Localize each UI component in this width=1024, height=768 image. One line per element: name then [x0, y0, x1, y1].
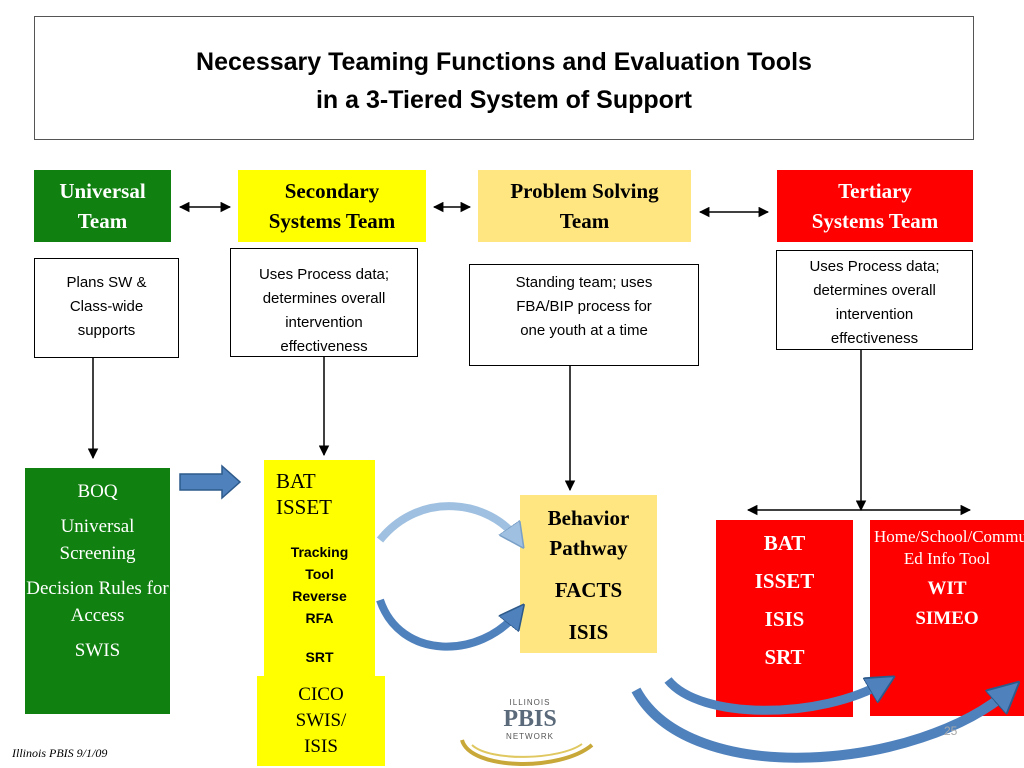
- tool-item: ISIS: [304, 736, 338, 757]
- problem-team-line-2: Team: [559, 209, 610, 233]
- tool-item: SWIS/: [295, 710, 347, 731]
- desc-line: determines overall: [262, 290, 386, 307]
- desc-line: Uses Process data;: [809, 258, 940, 275]
- desc-line: one youth at a time: [520, 322, 648, 339]
- tertiary-team-line-2: Systems Team: [811, 209, 939, 233]
- secondary-to-behavior-curve-top: [376, 502, 518, 540]
- tool-item: Tool: [305, 566, 334, 582]
- desc-line: determines overall: [813, 282, 936, 299]
- footer-text: Illinois PBIS 9/1/09: [12, 746, 108, 760]
- tool-item: WIT: [927, 578, 967, 599]
- tool-item: Reverse: [292, 588, 347, 604]
- title-box: Necessary Teaming Functions and Evaluati…: [34, 16, 974, 140]
- secondary-tools-box: BAT ISSET Tracking Tool Reverse RFA SRT: [264, 460, 375, 685]
- secondary-team-line-1: Secondary: [284, 179, 380, 203]
- desc-line: intervention: [835, 306, 914, 323]
- tool-item: ISSET: [276, 495, 333, 519]
- logo-top-text: ILLINOIS: [509, 698, 551, 707]
- tool-item: SRT: [764, 645, 805, 669]
- desc-line: Standing team; uses: [515, 274, 653, 291]
- tool-item: SWIS: [74, 640, 121, 661]
- desc-line: Plans SW &: [66, 274, 147, 291]
- logo-bottom-text: NETWORK: [506, 732, 554, 741]
- tool-item: FACTS: [554, 578, 623, 602]
- behavior-to-community-curve: [631, 690, 1010, 763]
- desc-line: supports: [77, 322, 136, 339]
- logo-main-text: PBIS: [503, 706, 557, 732]
- desc-line: effectiveness: [280, 338, 368, 355]
- universal-description: Plans SW & Class-wide supports: [34, 258, 179, 358]
- secondary-tools-bottom-box: CICO SWIS/ ISIS: [257, 676, 385, 766]
- tool-item: Universal Screening: [59, 516, 136, 564]
- secondary-team-box: Secondary Systems Team: [238, 170, 426, 242]
- tertiary-description: Uses Process data; determines overall in…: [776, 250, 973, 350]
- universal-team-line-1: Universal: [59, 179, 146, 203]
- info-tool-label: Home/School/Community Ed Info Tool: [874, 527, 1024, 568]
- illinois-pbis-network-logo: [460, 739, 594, 766]
- secondary-to-behavior-curve-bottom: [376, 598, 518, 651]
- tool-item: RFA: [305, 610, 334, 626]
- title-line-1: Necessary Teaming Functions and Evaluati…: [196, 48, 812, 76]
- tool-item: SIMEO: [915, 608, 979, 629]
- tool-item: Tracking: [290, 544, 349, 560]
- tool-item: Pathway: [549, 536, 628, 560]
- tool-item: Behavior: [547, 506, 630, 530]
- problem-description: Standing team; uses FBA/BIP process for …: [469, 264, 699, 366]
- secondary-description: Uses Process data; determines overall in…: [230, 248, 418, 357]
- tool-item: BAT: [763, 531, 806, 555]
- tool-item: BAT: [276, 469, 316, 493]
- problem-team-line-1: Problem Solving: [510, 179, 659, 203]
- tool-item: BOQ: [77, 481, 118, 502]
- tool-item: ISIS: [568, 620, 609, 644]
- secondary-team-line-2: Systems Team: [268, 209, 396, 233]
- tool-item: Decision Rules for Access: [26, 578, 169, 626]
- desc-line: Class-wide: [69, 298, 144, 315]
- desc-line: intervention: [285, 314, 363, 331]
- desc-line: FBA/BIP process for: [516, 298, 652, 315]
- tool-item: CICO: [298, 684, 344, 705]
- universal-team-line-2: Team: [77, 209, 128, 233]
- universal-tools-box: BOQ Universal Screening Decision Rules f…: [25, 468, 170, 714]
- desc-line: Uses Process data;: [258, 266, 390, 283]
- tertiary-team-box: Tertiary Systems Team: [777, 170, 973, 242]
- desc-line: effectiveness: [830, 330, 919, 347]
- title-line-2: in a 3-Tiered System of Support: [315, 86, 692, 114]
- behavior-pathway-box: Behavior Pathway FACTS ISIS: [520, 495, 657, 653]
- page-number: 25: [944, 724, 958, 738]
- problem-solving-team-box: Problem Solving Team: [478, 170, 691, 242]
- tool-item: ISSET: [754, 569, 815, 593]
- behavior-to-tertiary-curve: [664, 680, 885, 715]
- tool-item: ISIS: [764, 607, 805, 631]
- srt-label: SRT: [305, 649, 334, 665]
- tertiary-team-line-1: Tertiary: [838, 179, 912, 203]
- universal-to-secondary-block-arrow: [179, 464, 242, 500]
- tertiary-tools-left-box: BAT ISSET ISIS SRT: [716, 520, 853, 717]
- universal-team-box: Universal Team: [34, 170, 171, 242]
